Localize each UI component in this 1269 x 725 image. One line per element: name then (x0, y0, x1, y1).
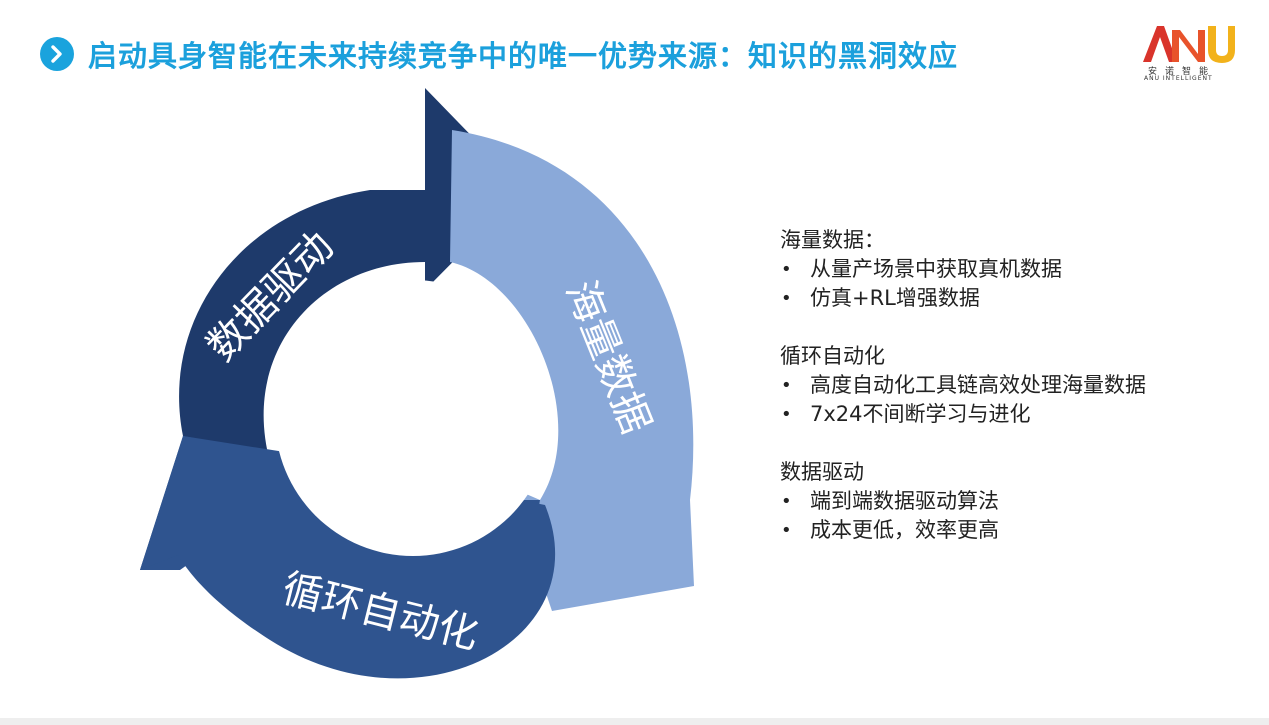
bullet-list: 高度自动化工具链高效处理海量数据 7x24不间断学习与进化 (780, 371, 1240, 429)
bullet-item: 7x24不间断学习与进化 (780, 400, 1240, 429)
cycle-arrow-data-driven (179, 88, 524, 462)
explanation-group-massive-data: 海量数据： 从量产场景中获取真机数据 仿真+RL增强数据 (780, 226, 1240, 313)
group-heading: 海量数据： (780, 228, 885, 252)
chevron-right-icon (40, 37, 74, 71)
bullet-item: 成本更低，效率更高 (780, 516, 1240, 545)
bullet-item: 高度自动化工具链高效处理海量数据 (780, 371, 1240, 400)
logo-mark (1143, 26, 1235, 63)
explanation-group-loop-automation: 循环自动化 高度自动化工具链高效处理海量数据 7x24不间断学习与进化 (780, 342, 1240, 429)
bullet-list: 从量产场景中获取真机数据 仿真+RL增强数据 (780, 255, 1240, 313)
logo-chinese-text: 安诺智能 (1148, 67, 1217, 77)
cycle-arrow-massive-data (450, 130, 694, 611)
cycle-diagram: 数据驱动 海量数据 循环自动化 (140, 88, 694, 679)
bullet-item: 仿真+RL增强数据 (780, 284, 1240, 313)
cycle-center (275, 280, 551, 556)
explanation-panel: 海量数据： 从量产场景中获取真机数据 仿真+RL增强数据 循环自动化 高度自动化… (780, 226, 1240, 574)
bullet-item: 端到端数据驱动算法 (780, 487, 1240, 516)
page-title: 启动具身智能在未来持续竞争中的唯一优势来源：知识的黑洞效应 (88, 39, 959, 73)
title-bar: 启动具身智能在未来持续竞争中的唯一优势来源：知识的黑洞效应 (40, 34, 958, 74)
explanation-group-data-driven: 数据驱动 端到端数据驱动算法 成本更低，效率更高 (780, 458, 1240, 545)
company-logo: 安诺智能 ANU INTELLIGENT (1140, 20, 1236, 86)
group-heading: 数据驱动 (780, 460, 864, 484)
footer-divider (0, 718, 1269, 725)
group-heading: 循环自动化 (780, 344, 885, 368)
bullet-list: 端到端数据驱动算法 成本更低，效率更高 (780, 487, 1240, 545)
bullet-item: 从量产场景中获取真机数据 (780, 255, 1240, 284)
logo-english-text: ANU INTELLIGENT (1144, 75, 1213, 82)
